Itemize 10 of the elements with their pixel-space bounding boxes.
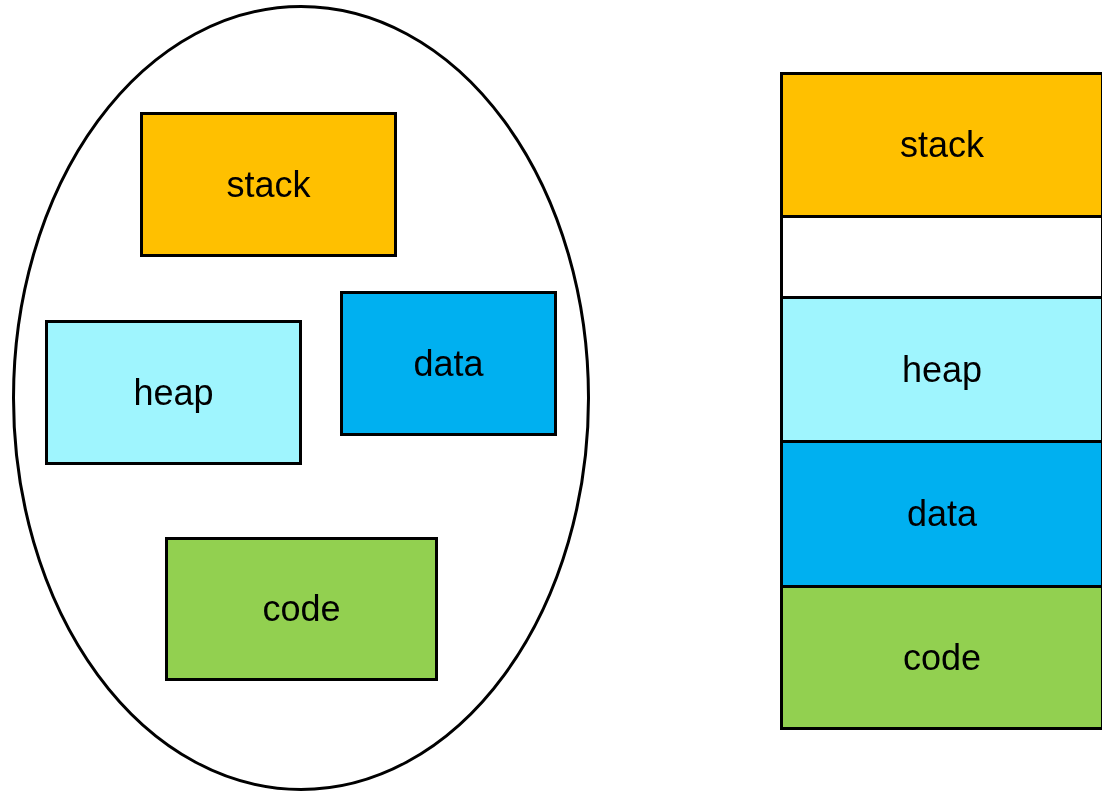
memory-segment: heap [780,296,1102,443]
memory-segment: heap [45,320,302,465]
memory-segment: stack [780,72,1102,218]
free-space-segment [780,215,1102,299]
memory-segment: data [780,440,1102,588]
memory-segment: stack [140,112,397,257]
memory-segment: data [340,291,557,436]
process-ellipse [12,5,590,791]
memory-segment: code [165,537,438,681]
memory-segment: code [780,585,1102,730]
